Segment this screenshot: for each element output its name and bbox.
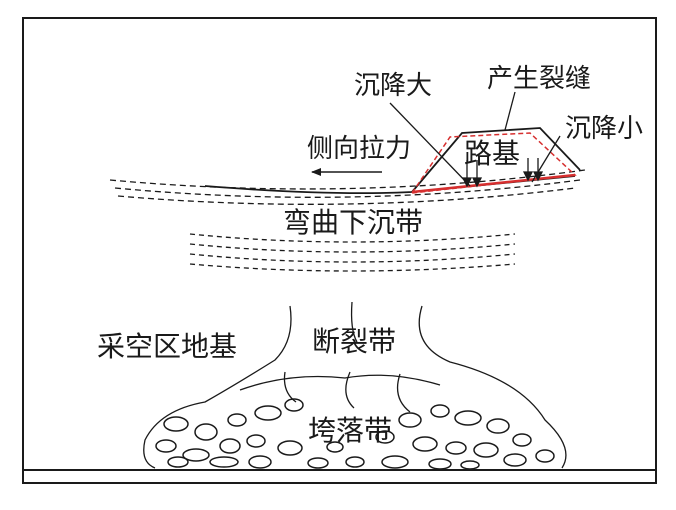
- label-goaf-foundation: 采空区地基: [97, 330, 238, 363]
- bending-zone-upper-lines: [109, 169, 586, 205]
- fracture-zone-outline: [143, 301, 567, 469]
- caving-zone-rocks: [155, 398, 555, 470]
- bending-zone-lower-lines: [189, 233, 516, 272]
- roadbed-deformed-outline: [410, 132, 577, 194]
- label-bending-zone: 弯曲下沉带: [283, 206, 424, 239]
- leader-settlement-large: [389, 102, 471, 187]
- label-lateral-tension: 侧向拉力: [307, 134, 412, 164]
- settlement-arrows: [461, 158, 544, 188]
- label-cracks: 产生裂缝: [487, 64, 592, 94]
- label-caving-zone: 垮落带: [308, 414, 393, 447]
- roadbed-base-red: [411, 173, 576, 194]
- surface-line: [204, 175, 576, 195]
- label-settlement-small: 沉降小: [565, 114, 644, 144]
- leader-cracks: [504, 91, 516, 131]
- label-roadbed: 路基: [464, 137, 521, 170]
- label-fracture-zone: 断裂带: [312, 325, 397, 358]
- roadbed-outline: [411, 127, 581, 193]
- label-settlement-large: 沉降大: [354, 71, 433, 101]
- frame-border: [22, 17, 657, 484]
- leader-settlement-small: [531, 135, 561, 183]
